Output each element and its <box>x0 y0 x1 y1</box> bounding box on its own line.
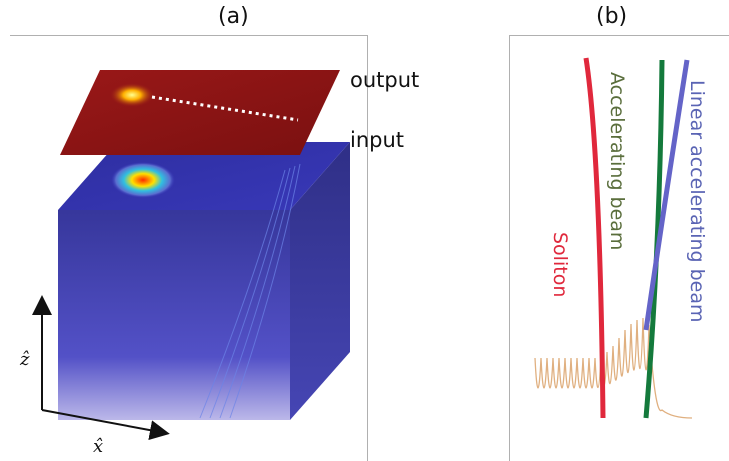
output-layer <box>60 70 340 155</box>
cube-front-face <box>58 210 290 420</box>
soliton-line <box>583 57 606 419</box>
linear-accelerating-beam-label: Linear accelerating beam <box>686 80 708 323</box>
panel-label-b: (b) <box>596 4 628 29</box>
x-axis-arrow <box>41 409 170 440</box>
output-label: output <box>350 68 420 92</box>
output-beam-spot <box>110 83 154 107</box>
input-beam-spot <box>111 162 175 198</box>
panel-b-frame <box>509 35 729 461</box>
propagation-cube <box>58 142 350 420</box>
cube-side-face <box>290 142 350 420</box>
z-axis-label: ẑ <box>19 349 30 370</box>
x-axis-label: x̂ <box>93 436 103 457</box>
panel-a-frame <box>10 35 368 461</box>
axes: ẑ x̂ <box>19 295 170 457</box>
linear-accelerating-beam-line <box>643 59 690 331</box>
soliton-label: Soliton <box>549 232 571 297</box>
panel-label-a: (a) <box>218 4 249 29</box>
output-plane <box>60 70 340 155</box>
accelerating-beam-label: Accelerating beam <box>606 72 628 250</box>
panel-b-plot: Soliton Accelerating beam Linear acceler… <box>534 57 708 419</box>
intensity-profile <box>534 317 693 419</box>
input-label: input <box>350 128 405 152</box>
beam-trajectory <box>199 163 301 419</box>
